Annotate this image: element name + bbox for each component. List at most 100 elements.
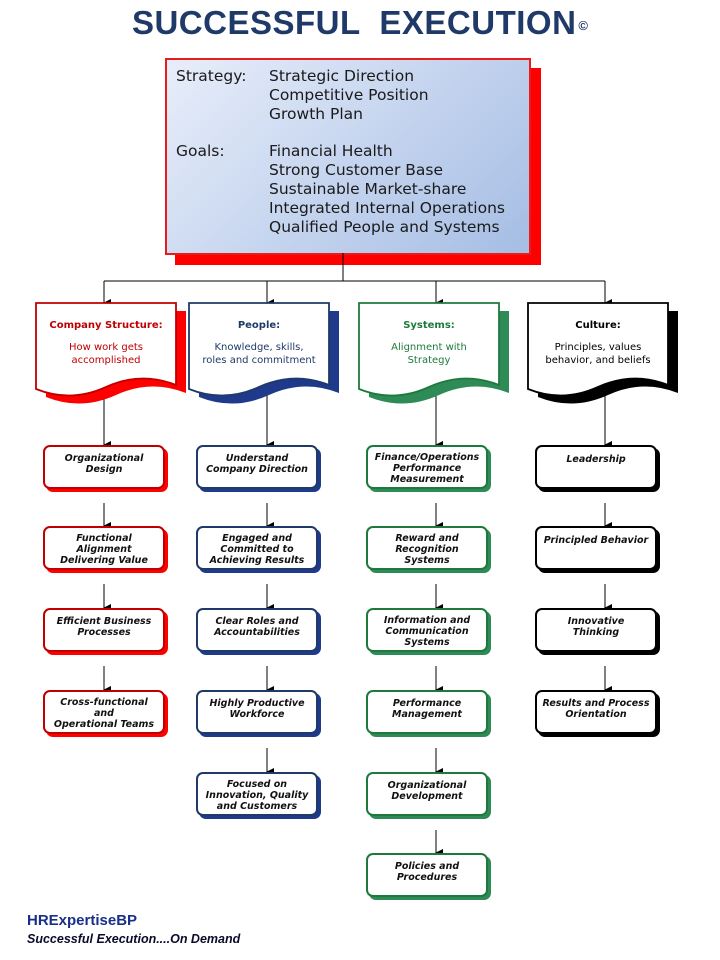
- item-text-line: Communication: [385, 626, 469, 637]
- document-shape: [358, 302, 509, 404]
- strategy-goals-box: Strategy: Strategic Direction Competitiv…: [165, 58, 531, 255]
- category-subtitle: Principles, values behavior, and beliefs: [536, 341, 660, 367]
- subtitle-line: Principles, values: [554, 342, 642, 353]
- item-text-line: Highly Productive: [209, 698, 305, 709]
- item-culture: Leadership: [535, 445, 657, 489]
- item-text-line: Recognition: [395, 544, 459, 555]
- document-shape: [35, 302, 186, 404]
- subtitle-line: behavior, and beliefs: [545, 355, 651, 366]
- document-shape: [188, 302, 339, 404]
- item-text-line: Measurement: [390, 474, 464, 485]
- item-text-line: Reward and: [395, 533, 459, 544]
- item-text-line: Systems: [404, 555, 450, 566]
- goals-item: Qualified People and Systems: [269, 218, 500, 236]
- item-text-line: Committed to: [220, 544, 294, 555]
- item-text-line: Accountabilities: [214, 627, 300, 638]
- item-text-line: Finance/Operations: [374, 452, 480, 463]
- category-title: Systems:: [403, 320, 455, 331]
- item-text-line: Operational Teams: [53, 719, 155, 730]
- strategy-label: Strategy:: [176, 67, 247, 85]
- item-text-line: Delivering Value: [60, 555, 148, 566]
- category-company: Company Structure: How work gets accomplis…: [35, 302, 188, 404]
- subtitle-line: Knowledge, skills,: [214, 342, 304, 353]
- category-title: People:: [237, 320, 281, 331]
- document-outline: [358, 302, 500, 397]
- item-text-line: Organizational: [64, 453, 144, 464]
- category-people: People: Knowledge, skills,roles and commi…: [188, 302, 341, 404]
- document-outline: [188, 302, 330, 397]
- goals-item: Strong Customer Base: [269, 161, 443, 179]
- item-text-line: Organizational: [387, 780, 467, 791]
- category-subtitle: How work gets accomplished: [44, 341, 168, 367]
- item-text-line: Workforce: [229, 709, 285, 720]
- category-subtitle: Knowledge, skills,roles and commitment: [197, 341, 321, 367]
- item-text-line: Information and: [383, 615, 471, 626]
- subtitle-line: Alignment with: [391, 342, 467, 353]
- brand-logo: HRExpertiseBP: [27, 912, 138, 929]
- item-text-line: Systems: [404, 637, 450, 648]
- strategy-item: Strategic Direction: [269, 67, 415, 85]
- strategy-item: Growth Plan: [269, 105, 364, 123]
- item-text-line: Innovative: [567, 616, 625, 627]
- document-outline: [35, 302, 177, 397]
- item-text-line: Results and Process: [542, 698, 650, 709]
- goals-label: Goals:: [176, 142, 225, 160]
- subtitle-line: accomplished: [71, 355, 141, 366]
- goals-items: Financial Health Strong Customer Base Su…: [269, 142, 505, 237]
- category-title: Company Structure:: [49, 320, 163, 331]
- page-title: SUCCESSFUL EXECUTION©: [0, 4, 720, 42]
- item-text-line: Design: [85, 464, 123, 475]
- item-text-line: Leadership: [566, 454, 626, 465]
- item-text-line: Orientation: [565, 709, 627, 720]
- copyright-symbol: ©: [578, 17, 589, 33]
- item-text-line: Processes: [77, 627, 131, 638]
- item-text-line: Performance: [392, 698, 462, 709]
- item-culture: Principled Behavior: [535, 526, 657, 570]
- item-text-line: Focused on: [226, 779, 288, 790]
- strategy-item: Competitive Position: [269, 86, 429, 104]
- item-text-line: Policies and: [394, 861, 460, 872]
- item-text-line: Principled Behavior: [543, 535, 649, 546]
- item-text-line: and Customers: [216, 801, 298, 812]
- strategy-items: Strategic Direction Competitive Position…: [269, 67, 429, 124]
- item-text-line: Development: [391, 791, 463, 802]
- item-text-line: Functional: [76, 533, 132, 544]
- item-text-line: Innovation, Quality: [205, 790, 309, 801]
- item-text-line: Procedures: [396, 872, 458, 883]
- document-shape: [527, 302, 678, 404]
- title-text: SUCCESSFUL EXECUTION: [131, 4, 577, 41]
- goals-item: Integrated Internal Operations: [269, 199, 505, 217]
- item-text-line: Performance: [392, 463, 462, 474]
- item-text-line: Management: [392, 709, 462, 720]
- item-text-line: Understand: [225, 453, 289, 464]
- item-text-line: and: [94, 708, 114, 719]
- subtitle-line: How work gets: [68, 342, 143, 353]
- category-title: Culture:: [575, 320, 621, 331]
- item-text-line: Clear Roles and: [215, 616, 299, 627]
- item-text-line: Alignment: [76, 544, 132, 555]
- document-outline: [527, 302, 669, 397]
- subtitle-line: Strategy: [407, 355, 451, 366]
- item-text-line: Thinking: [572, 627, 620, 638]
- item-text-line: Efficient Business: [56, 616, 152, 627]
- goals-item: Sustainable Market-share: [269, 180, 467, 198]
- category-culture: Culture: Principles, values behavior, and …: [527, 302, 680, 404]
